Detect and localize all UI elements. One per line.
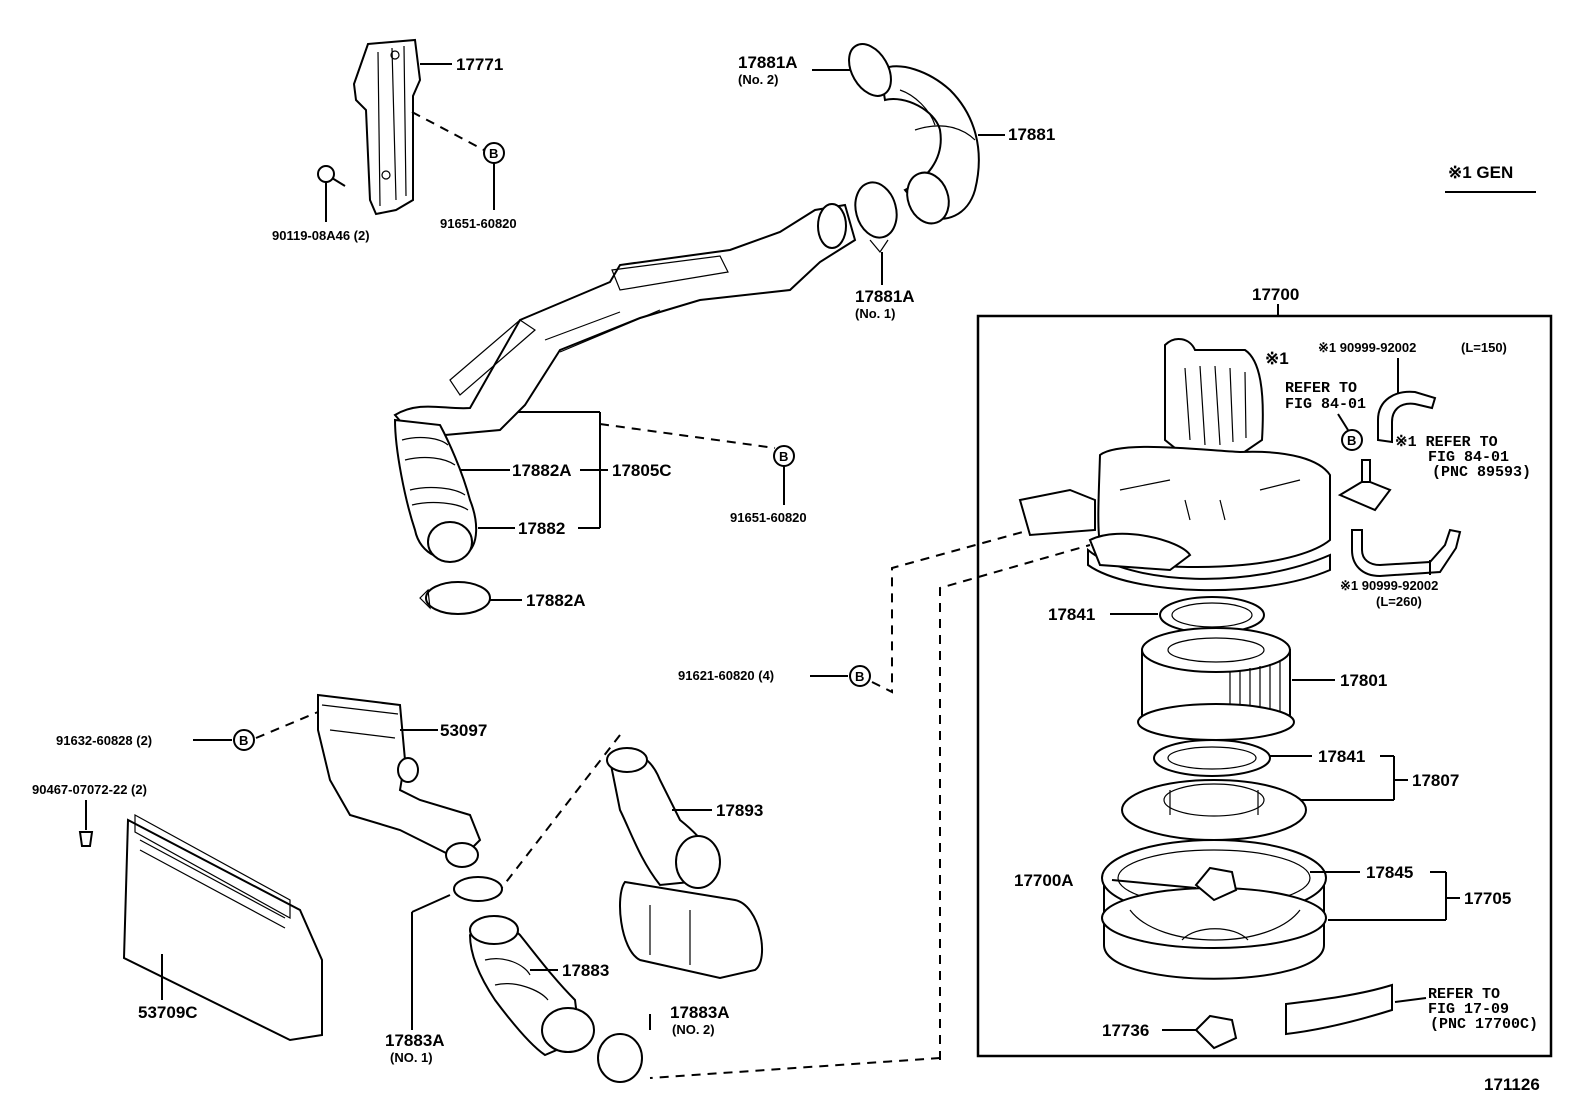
label-17700: 17700: [1252, 285, 1299, 304]
figure-number: 171126: [1484, 1075, 1540, 1094]
leader-17700A: [1111, 879, 1197, 889]
label-90467-07072-22: 90467-07072-22 (2): [32, 782, 147, 797]
label-refer-fig84-b-1: ※1 REFER TO: [1395, 434, 1498, 451]
assembly-17700-box: [976, 314, 1553, 1058]
clip-17736-illustration: [1194, 1014, 1238, 1050]
label-17771: 17771: [456, 55, 503, 74]
label-refer-fig84-a-2: FIG 84-01: [1285, 396, 1366, 413]
label-17841-upper: 17841: [1048, 605, 1095, 624]
leader-refer-fig84-a: [1337, 413, 1349, 431]
dash-17771-bolt: [411, 111, 485, 151]
label-17736: 17736: [1102, 1021, 1149, 1040]
clip-90467-illustration: [78, 831, 94, 847]
clip-17700A-illustration: [1194, 866, 1238, 902]
label-17700A: 17700A: [1014, 871, 1074, 890]
air-cleaner-cap-illustration: [1018, 338, 1331, 592]
label-17881A-no2: 17881A: [738, 53, 798, 72]
label-90999-92002-b: ※1 90999-92002: [1340, 578, 1438, 593]
gasket-17841-lower-illustration: [1153, 739, 1271, 777]
element-17700C-illustration: [1285, 983, 1393, 1036]
clip-90119-illustration: [317, 165, 346, 187]
label-90999-92002-a: ※1 90999-92002: [1318, 340, 1416, 355]
label-90999-92002-a-len: (L=150): [1461, 340, 1507, 355]
dash-bottom-connector: [649, 1057, 941, 1079]
dash-91621-long: [939, 544, 1091, 1060]
hose-17883-illustration: [453, 876, 595, 1057]
plate-53709C-illustration: [122, 813, 323, 1042]
bolt-marker-91632: B: [233, 729, 255, 751]
label-17801: 17801: [1340, 671, 1387, 690]
label-17841-lower: 17841: [1318, 747, 1365, 766]
label-17881: 17881: [1008, 125, 1055, 144]
svg-text:B: B: [489, 146, 498, 161]
label-17883A-no1-sub: (NO. 1): [390, 1050, 433, 1065]
svg-text:B: B: [239, 733, 248, 748]
resonator-17893-illustration: [606, 747, 764, 980]
label-17845: 17845: [1366, 863, 1413, 882]
label-17881A-no1-sub: (No. 1): [855, 306, 895, 321]
air-cleaner-case-17705-illustration: [1101, 839, 1327, 980]
clamp-17883A-no2-illustration: [597, 1033, 643, 1083]
hose-90999-l150-illustration: [1377, 390, 1437, 444]
label-17882A-lower: 17882A: [526, 591, 586, 610]
label-refer-fig84-a-1: REFER TO: [1285, 380, 1357, 397]
label-17883: 17883: [562, 961, 609, 980]
vsv-89593-illustration: [1337, 459, 1392, 512]
label-17883A-no2-sub: (NO. 2): [672, 1022, 715, 1037]
hose-90999-l260-illustration: [1351, 528, 1462, 578]
bolt-marker-mid: B: [773, 445, 795, 467]
label-17883A-no1: 17883A: [385, 1031, 445, 1050]
bolt-marker-top: B: [483, 142, 505, 164]
leader-refer-fig17: [1394, 997, 1427, 1003]
clamp-17882A-lower-illustration: [419, 581, 491, 615]
label-17705: 17705: [1464, 889, 1511, 908]
label-17882A-upper: 17882A: [512, 461, 572, 480]
label-17883A-no2: 17883A: [670, 1003, 730, 1022]
label-refer-fig17-3: (PNC 17700C): [1430, 1016, 1538, 1033]
label-91621-60820: 91621-60820 (4): [678, 668, 774, 683]
label-17881A-no1: 17881A: [855, 287, 915, 306]
hose-17882-illustration: [393, 418, 478, 563]
clamp-17881A-no1-illustration: [854, 181, 898, 254]
bracket-17771-illustration: [352, 38, 422, 216]
duct-53097-illustration: [317, 693, 482, 868]
label-53097: 53097: [440, 721, 487, 740]
dash-91632-duct: [255, 711, 319, 739]
hose-17881-illustration: [848, 43, 980, 225]
label-refer-fig17-1: REFER TO: [1428, 986, 1500, 1003]
label-17882: 17882: [518, 519, 565, 538]
label-refer-fig84-b-2: FIG 84-01: [1428, 449, 1509, 466]
label-17881A-no2-sub: (No. 2): [738, 72, 778, 87]
bolt-marker-91621: B: [849, 665, 871, 687]
dash-pipe-bolt: [599, 423, 776, 449]
leader-17883A-no1-angle: [411, 894, 451, 913]
label-90119-08A46: 90119-08A46 (2): [272, 228, 370, 243]
label-17893: 17893: [716, 801, 763, 820]
label-refer-fig84-b-3: (PNC 89593): [1432, 464, 1531, 481]
label-refer-fig17-2: FIG 17-09: [1428, 1001, 1509, 1018]
label-17807: 17807: [1412, 771, 1459, 790]
label-90999-92002-b-len: (L=260): [1376, 594, 1422, 609]
label-mark1-top: ※1: [1265, 349, 1289, 368]
bolt-marker-assy: B: [1341, 429, 1363, 451]
label-17805C: 17805C: [612, 461, 672, 480]
svg-text:B: B: [1347, 433, 1356, 448]
intake-pipe-illustration: [393, 203, 857, 440]
label-91651-60820-mid: 91651-60820: [730, 510, 807, 525]
label-91651-60820-top: 91651-60820: [440, 216, 517, 231]
legend-gen: ※1 GEN: [1448, 163, 1513, 182]
label-53709C: 53709C: [138, 1003, 198, 1022]
clamp-17883A-no1: [453, 876, 503, 902]
label-91632-60828: 91632-60828 (2): [56, 733, 152, 748]
svg-text:B: B: [779, 449, 788, 464]
filter-element-17801-illustration: [1137, 627, 1295, 741]
dash-91621-upper: [871, 529, 1031, 694]
dash-17893-connector: [499, 734, 621, 891]
spacer-17807-illustration: [1121, 779, 1307, 841]
svg-text:B: B: [855, 669, 864, 684]
